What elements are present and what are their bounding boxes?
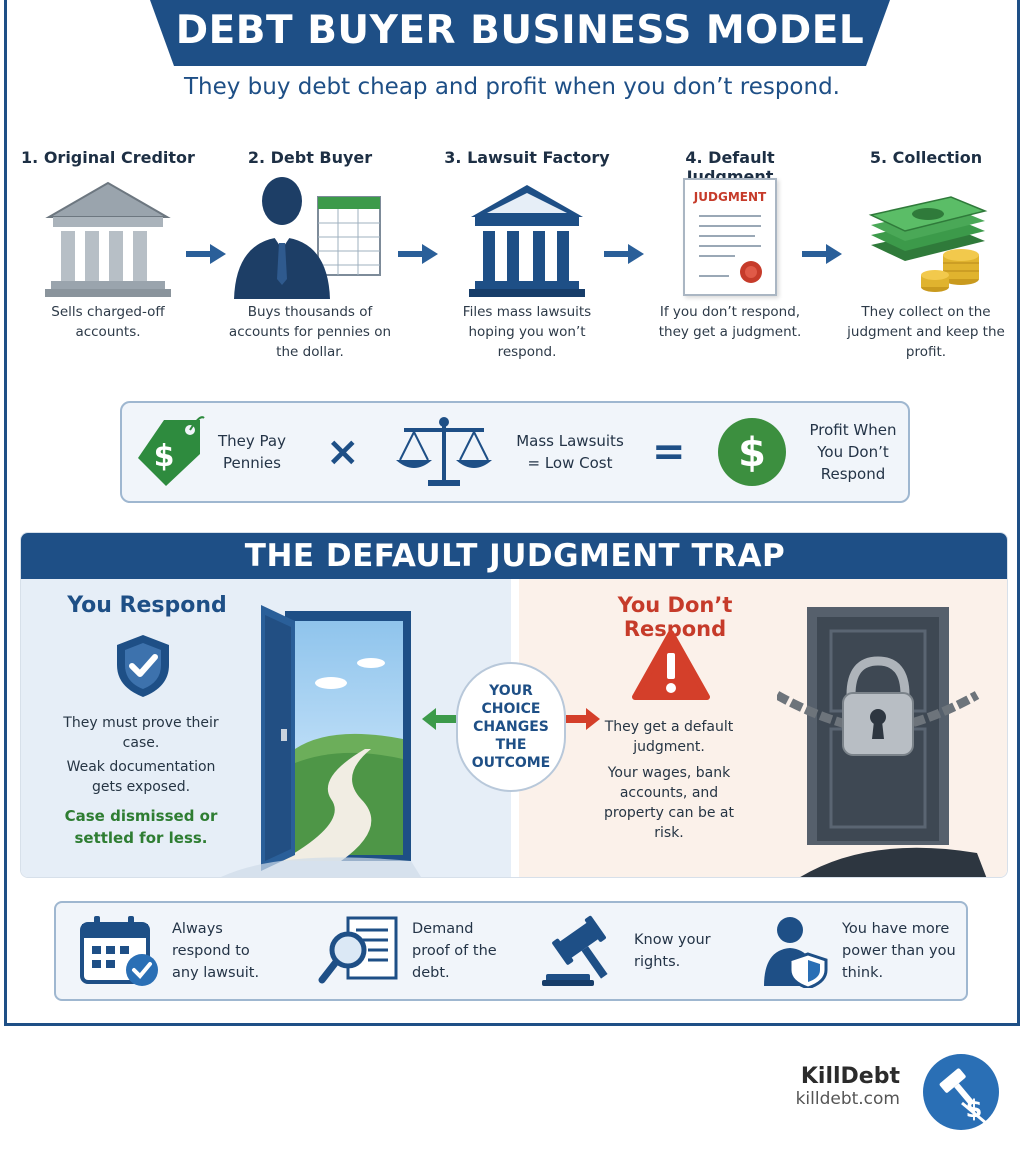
times-operator: × (326, 429, 360, 475)
tip-always-respond: Always respond to any lawsuit. (78, 903, 280, 999)
tip-demand-proof: Demand proof of the debt. (318, 903, 512, 999)
formula-item-pennies: $ They Pay Pennies (134, 403, 292, 501)
judgment-label: JUDGMENT (693, 190, 767, 204)
formula-text: Profit When You Don’t Respond (809, 421, 897, 483)
formula-text: Mass Lawsuits = Low Cost (516, 432, 624, 472)
choice-arrow-left (422, 708, 456, 730)
bank-building-icon (18, 172, 198, 302)
title-banner-shape (150, 0, 890, 66)
choice-badge: YOUR CHOICE CHANGES THE OUTCOME (456, 662, 566, 792)
calendar-check-icon (80, 916, 158, 986)
killdebt-logo-icon: $ (923, 1054, 999, 1130)
tip-text: Always respond to any lawsuit. (172, 921, 260, 981)
process-steps: 1. Original Creditor Sells charged-off a… (0, 148, 1024, 378)
formula-item-profit: $ Profit When You Don’t Respond (716, 403, 900, 501)
flow-arrow (802, 244, 842, 264)
magnifier-document-icon (318, 916, 398, 984)
step-description: Buys thousands of accounts for pennies o… (228, 304, 392, 360)
you-dont-respond-title: You Don’t Respond (617, 593, 733, 641)
choice-text: YOUR CHOICE CHANGES THE OUTCOME (471, 683, 551, 771)
step-title: 3. Lawsuit Factory (444, 148, 610, 167)
price-tag-icon: $ (138, 416, 205, 486)
step-description: Files mass lawsuits hoping you won’t res… (462, 304, 592, 360)
step-description: They collect on the judgment and keep th… (847, 304, 1005, 360)
formula-item-lawsuits: Mass Lawsuits = Low Cost (392, 403, 630, 501)
step-title: 4. Default Judgment (685, 148, 775, 186)
brand-block: KillDebt killdebt.com (796, 1064, 900, 1109)
respond-text-2: Weak documentation gets exposed. (66, 759, 216, 795)
dont-respond-text-2: Your wages, bank accounts, and property … (604, 765, 734, 841)
formula-text: They Pay Pennies (218, 432, 286, 472)
step-description: Sells charged-off accounts. (51, 304, 165, 340)
money-stack-icon (836, 172, 1016, 302)
flow-arrow (604, 244, 644, 264)
brand-name: KillDebt (800, 1064, 900, 1089)
tip-text: Know your rights. (634, 932, 711, 970)
tip-text: You have more power than you think. (842, 921, 956, 981)
scales-of-justice-icon (396, 417, 492, 486)
tips-panel: Always respond to any lawsuit. Demand pr… (54, 901, 968, 1001)
tip-more-power: You have more power than you think. (762, 903, 970, 999)
step-title: 2. Debt Buyer (247, 148, 373, 167)
you-respond-panel: You Respond They must prove their case. … (21, 579, 511, 877)
locked-door-icon (777, 607, 987, 877)
flow-arrow (186, 244, 226, 264)
step-default-judgment: 4. Default Judgment JUDGMENT If you don’… (640, 148, 820, 342)
default-judgment-trap-panel: THE DEFAULT JUDGMENT TRAP You Respond Th… (20, 532, 1008, 878)
respond-result: Case dismissed or settled for less. (64, 807, 218, 847)
formula-operator-times: × (326, 403, 360, 501)
trap-title: THE DEFAULT JUDGMENT TRAP (21, 533, 1007, 579)
business-formula: $ They Pay Pennies × Mass Lawsuits = Low… (120, 401, 910, 503)
step-description: If you don’t respond, they get a judgmen… (658, 304, 802, 340)
gavel-icon (542, 915, 608, 986)
page-title: DEBT BUYER BUSINESS MODEL (175, 8, 865, 53)
open-door-icon (221, 605, 421, 877)
warning-triangle-icon (632, 630, 710, 700)
tip-text: Demand proof of the debt. (412, 921, 497, 981)
dollar-coin-icon: $ (718, 418, 786, 486)
step-title: 5. Collection (869, 148, 983, 167)
step-lawsuit-factory: 3. Lawsuit Factory Files mass lawsuits h… (437, 148, 617, 362)
formula-operator-equals: = (652, 403, 686, 501)
step-collection: 5. Collection They collect on the judgme… (836, 148, 1016, 362)
title-banner: DEBT BUYER BUSINESS MODEL (150, 0, 890, 66)
step-title: 1. Original Creditor (21, 148, 195, 167)
judgment-document-icon: JUDGMENT (640, 172, 820, 302)
svg-text:$: $ (154, 439, 175, 474)
businessman-spreadsheet-icon (220, 172, 400, 302)
courthouse-icon (437, 172, 617, 302)
shield-check-icon (117, 635, 169, 697)
you-respond-title: You Respond (67, 593, 227, 618)
equals-operator: = (652, 429, 686, 475)
page-subtitle: They buy debt cheap and profit when you … (183, 74, 840, 100)
tip-know-rights: Know your rights. (540, 903, 714, 999)
choice-arrow-right (566, 708, 600, 730)
flow-arrow (398, 244, 438, 264)
dont-respond-text-1: They get a default judgment. (604, 719, 734, 755)
you-dont-respond-panel: You Don’t Respond They get a default jud… (519, 579, 1007, 877)
step-original-creditor: 1. Original Creditor Sells charged-off a… (18, 148, 198, 342)
brand-url[interactable]: killdebt.com (795, 1089, 900, 1109)
person-shield-icon (764, 917, 828, 988)
svg-text:$: $ (738, 430, 766, 476)
respond-text-1: They must prove their case. (63, 715, 219, 751)
step-debt-buyer: 2. Debt Buyer Buys thousands of accounts… (220, 148, 400, 362)
